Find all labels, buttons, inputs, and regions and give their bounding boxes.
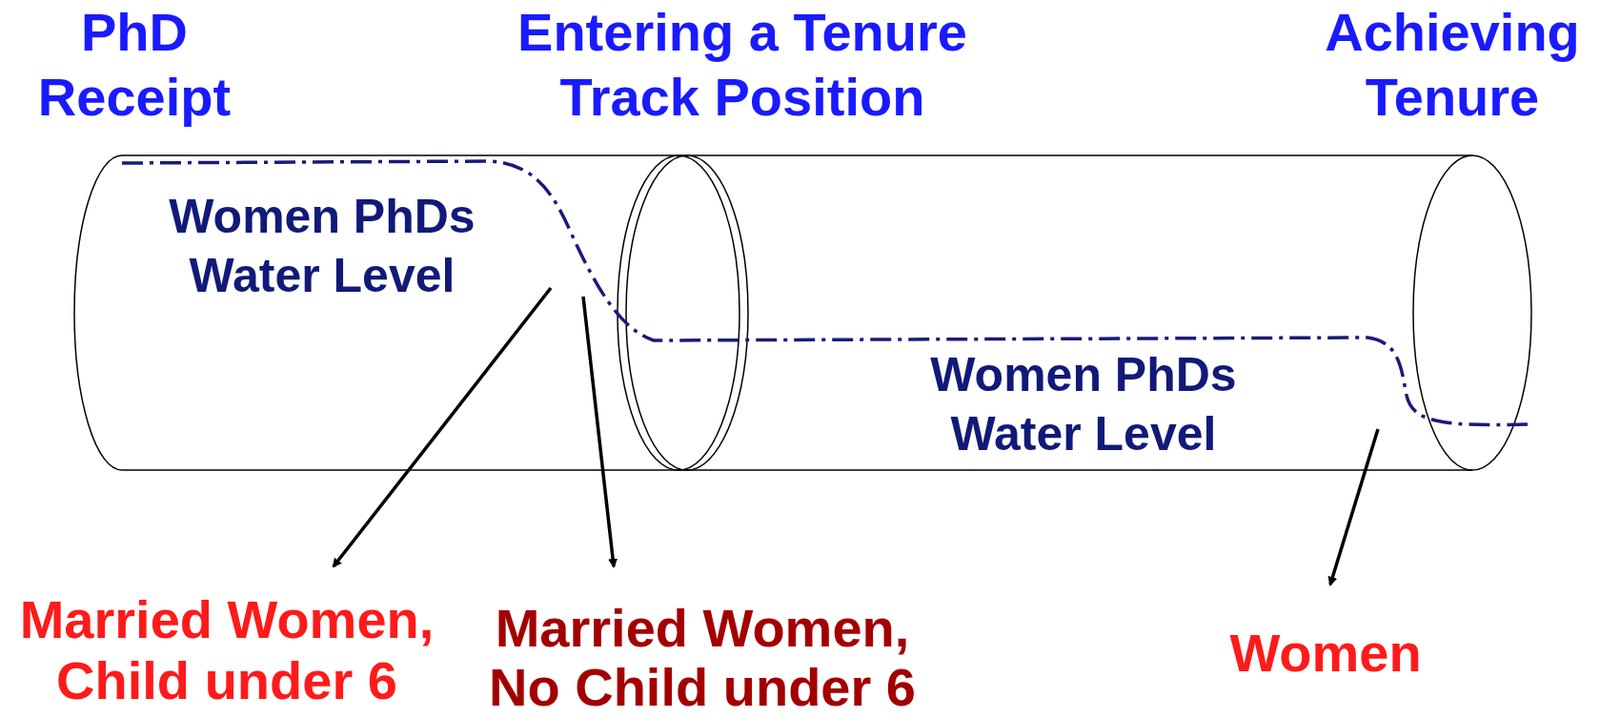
leak-label: Married Women, Child under 6 xyxy=(7,588,446,711)
water-level-line xyxy=(121,161,1528,426)
pipe-wall xyxy=(121,154,688,157)
pipe-joint xyxy=(617,155,740,470)
pipe-joint xyxy=(626,155,749,470)
leader-arrow xyxy=(333,287,551,567)
stage-heading: Entering a Tenure Track Position xyxy=(504,0,981,130)
pipe-wall xyxy=(687,154,1473,157)
leader-arrow xyxy=(1330,428,1378,585)
stage-heading: Achieving Tenure xyxy=(1314,0,1591,130)
pipe-end xyxy=(74,155,122,470)
water-level-label: Women PhDs Water Level xyxy=(911,344,1256,464)
pipe-wall xyxy=(687,468,1473,471)
stage-heading: PhD Receipt xyxy=(20,0,249,130)
leader-arrow xyxy=(583,296,614,567)
leak-label: Women xyxy=(1182,620,1469,686)
leak-label: Married Women, No Child under 6 xyxy=(473,598,932,717)
water-level-label: Women PhDs Water Level xyxy=(150,186,494,305)
